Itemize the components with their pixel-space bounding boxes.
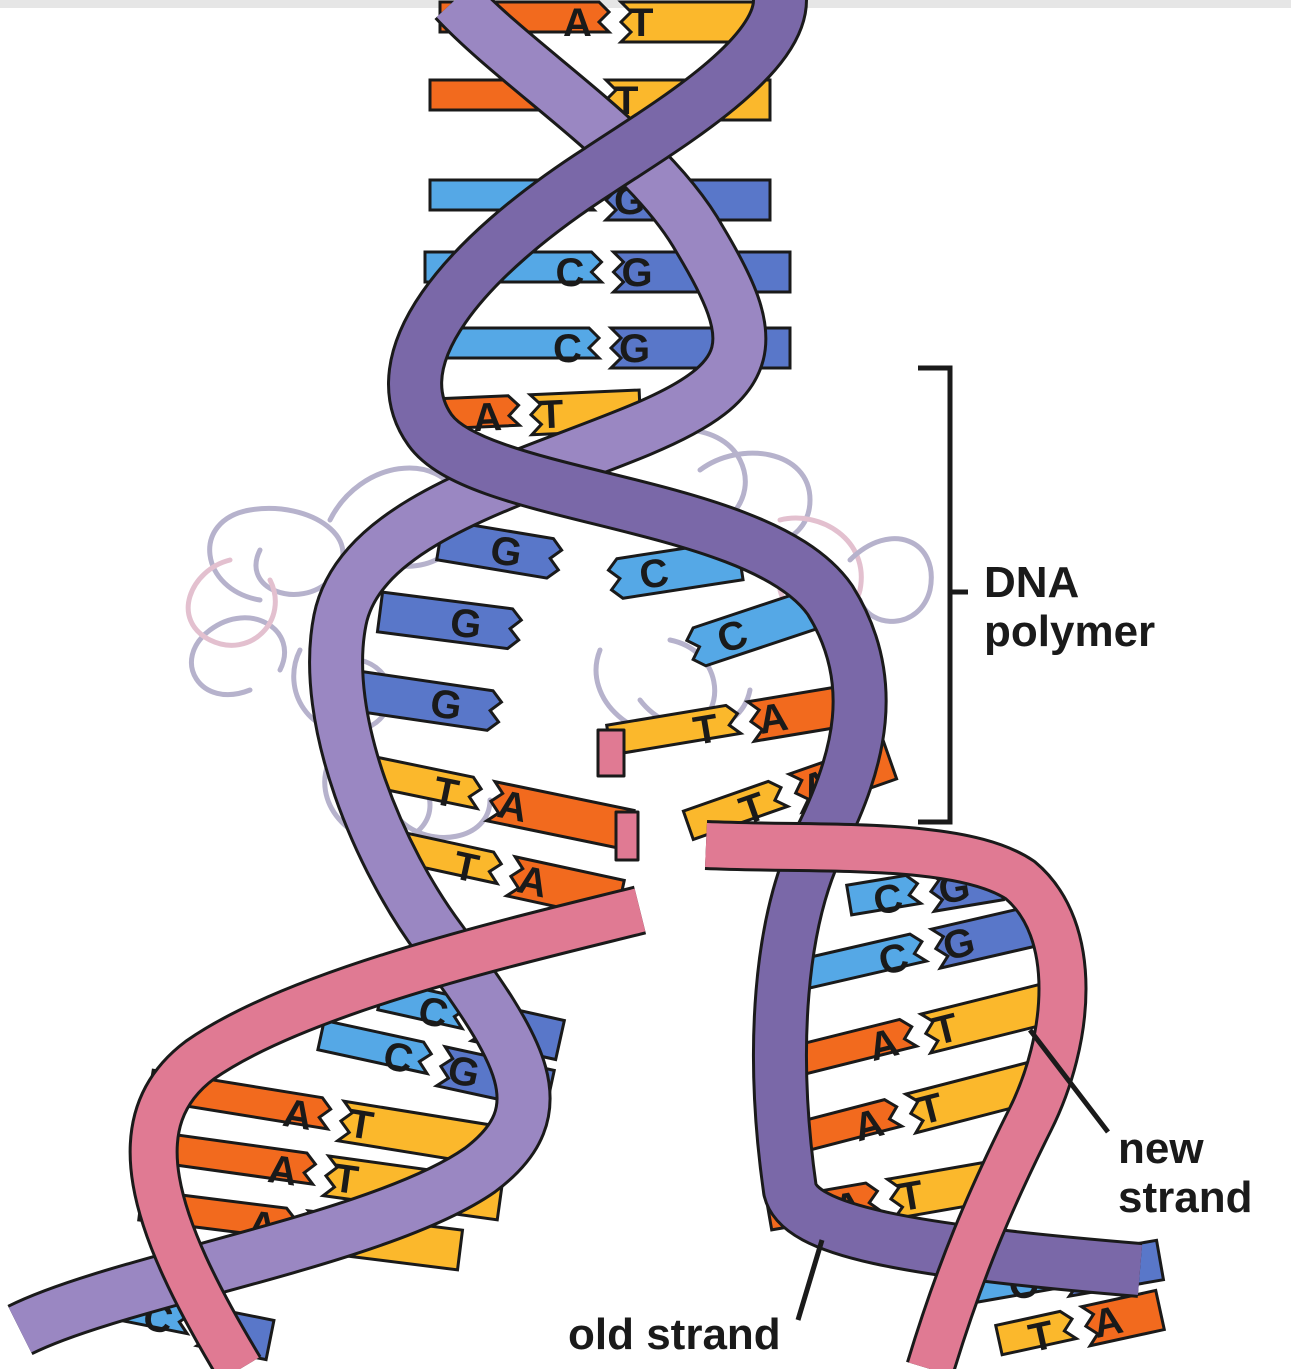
old-strand-pointer [798,1240,822,1320]
base-letter: G [448,600,484,648]
dna-polymer-label-line2: polymer [984,607,1155,656]
base-letter: A [563,1,592,45]
base-letter: A [265,1147,300,1195]
protein-loop [191,618,284,695]
base-letter: G [622,251,653,295]
new-strand-label: new strand [1118,1124,1252,1223]
protein-loop [188,560,275,645]
dna-polymer-label: DNA polymer [984,558,1155,657]
old-strand-label: old strand [568,1310,781,1359]
base-letter: G [619,327,650,371]
unpaired-base: G [377,591,523,653]
base-letter: C [553,327,582,371]
base-letter: A [280,1091,316,1139]
new-strand-label-line1: new [1118,1124,1252,1173]
new-strand-label-line2: strand [1118,1173,1252,1222]
nascent-fragment [616,812,638,860]
base-letter: T [538,392,564,437]
base-letter: T [629,1,653,45]
base-letter: G [427,681,464,729]
nascent-fragment [598,730,624,776]
polymer-bracket [918,368,968,822]
base-letter: C [556,251,585,295]
dna-polymer-label-line1: DNA [984,558,1155,607]
